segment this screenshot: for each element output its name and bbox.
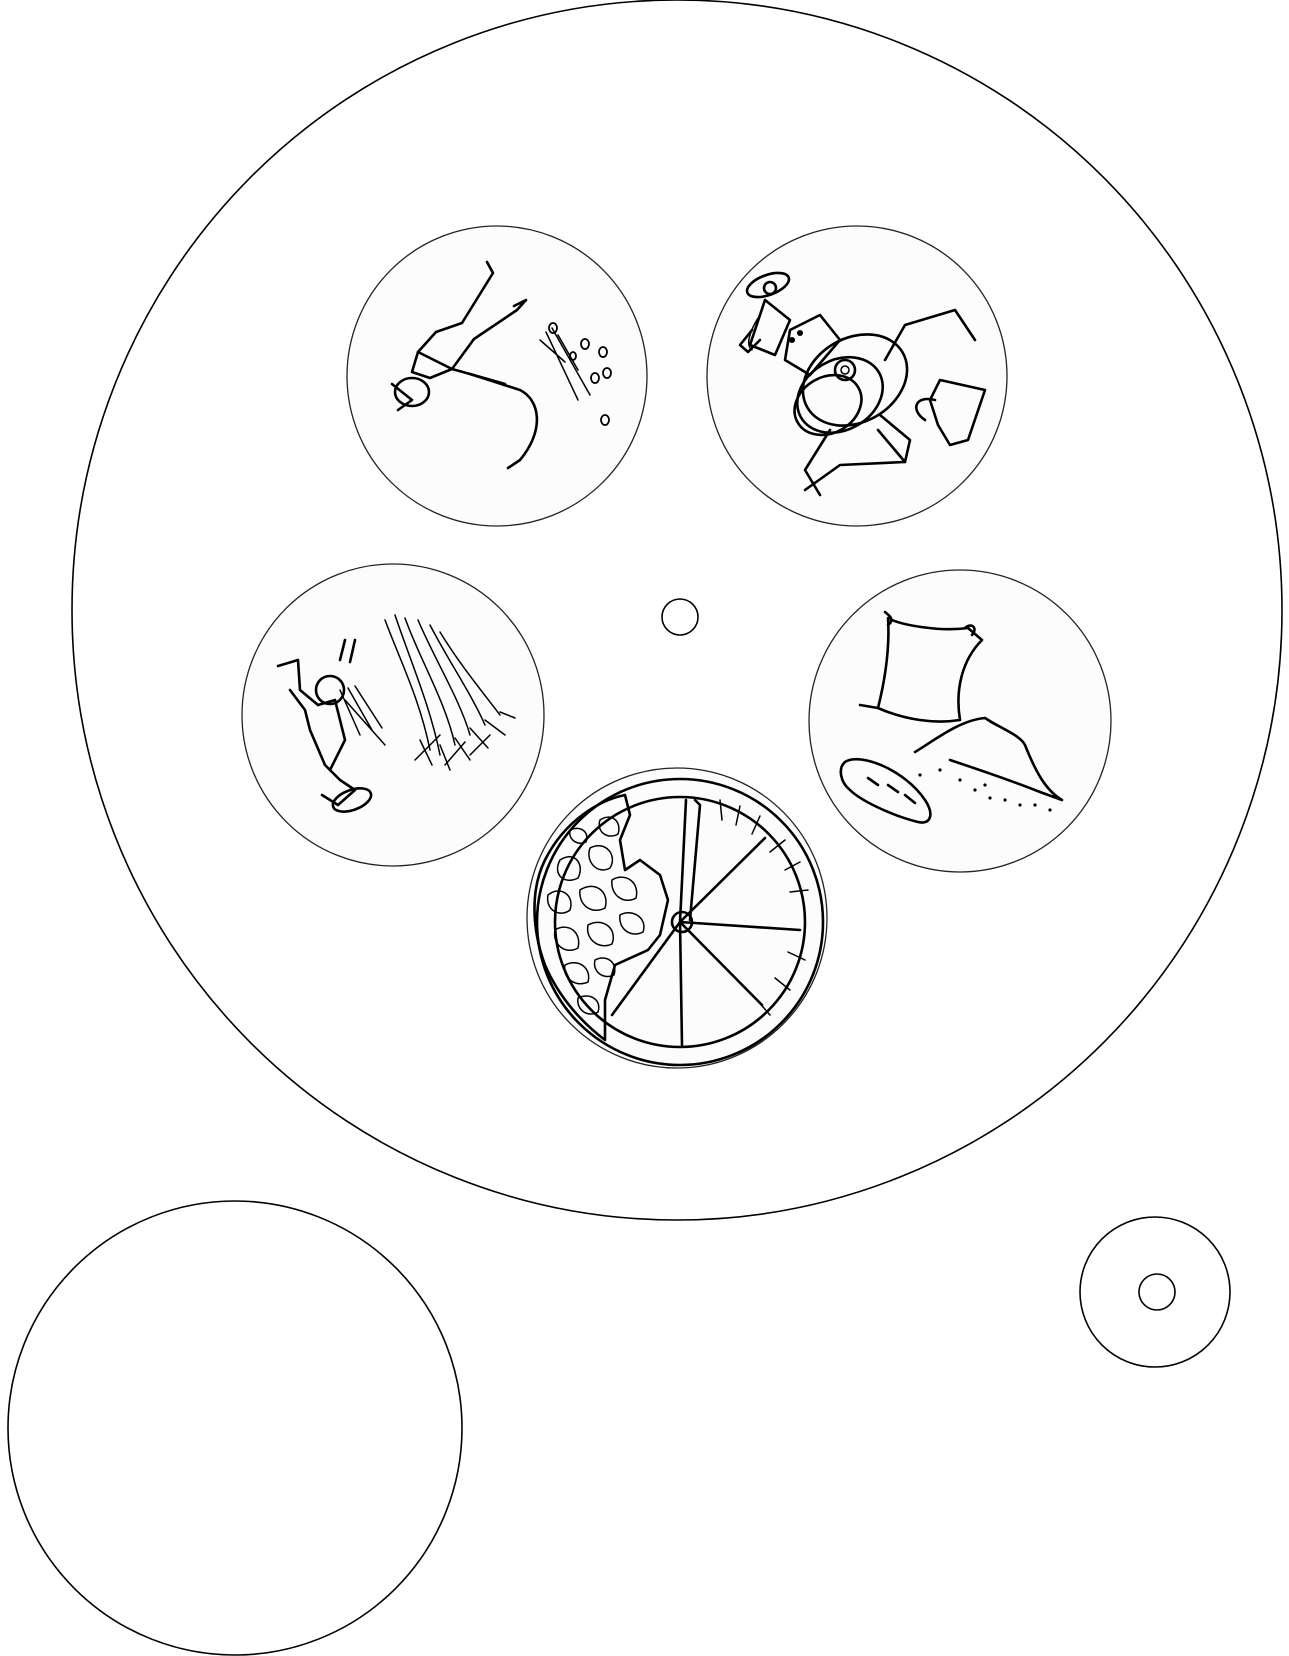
picture-sowing xyxy=(347,226,647,526)
picture-products xyxy=(809,570,1111,872)
picture-harvest xyxy=(242,564,544,866)
center-hole xyxy=(662,599,698,635)
small-disc-center-hole xyxy=(1139,1274,1175,1310)
blank-disc xyxy=(8,1201,462,1655)
picture-milling xyxy=(707,226,1007,526)
picture-mill-wheel xyxy=(527,768,827,1068)
small-disc xyxy=(1080,1217,1230,1367)
